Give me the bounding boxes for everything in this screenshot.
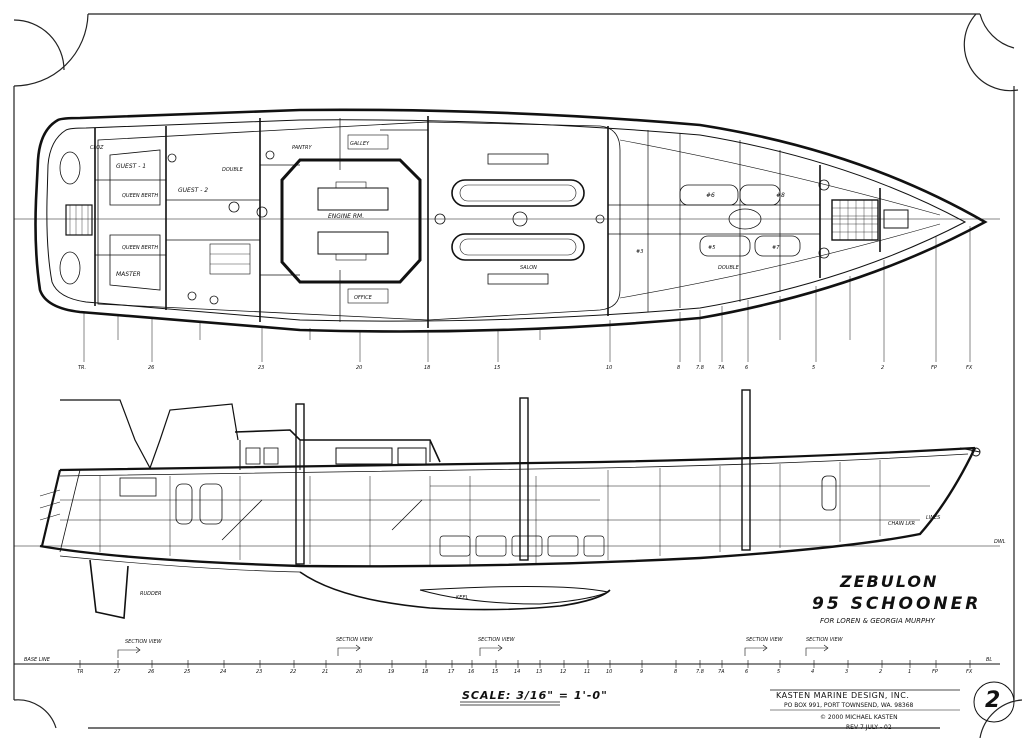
sheet-border	[13, 13, 1023, 738]
label-engine-rm: ENGINE RM.	[328, 213, 365, 220]
station-top-11: 5	[812, 365, 816, 371]
label-keel: KEEL	[456, 595, 469, 601]
station-bottom-10: 18	[422, 669, 429, 675]
station-bottom-2: 26	[148, 669, 155, 675]
station-bottom-7: 21	[322, 669, 329, 675]
label-pantry: PANTRY	[292, 145, 312, 151]
firm-address: PO BOX 991, PORT TOWNSEND, WA. 98368	[784, 702, 914, 709]
label-section-view-2: SECTION VIEW	[336, 637, 373, 643]
station-bottom-0: TR	[77, 669, 84, 675]
station-top-5: 15	[494, 365, 501, 371]
station-bottom-1: 27	[114, 669, 121, 675]
station-bottom-29: FP	[932, 669, 938, 675]
station-bottom-22: 7A	[718, 669, 725, 675]
station-bottom-25: 4	[811, 669, 815, 675]
copyright-line: © 2000 MICHAEL KASTEN	[820, 714, 898, 721]
station-bottom-11: 17	[448, 669, 455, 675]
station-top-8: 7.8	[696, 365, 704, 371]
station-bottom-8: 20	[356, 669, 363, 675]
station-top-0: TR.	[78, 365, 87, 371]
label-galley: GALLEY	[350, 141, 370, 147]
station-bottom-23: 6	[745, 669, 749, 675]
station-bottom-15: 13	[536, 669, 543, 675]
station-top-7: 8	[677, 365, 681, 371]
label-section-view-3: SECTION VIEW	[478, 637, 515, 643]
station-bottom-12: 16	[468, 669, 475, 675]
station-top-4: 18	[424, 365, 431, 371]
station-bottom-14: 14	[514, 669, 521, 675]
station-bottom-20: 8	[674, 669, 678, 675]
title-block-lines	[460, 681, 1015, 723]
plan-view	[14, 108, 1000, 362]
label-double: DOUBLE	[222, 167, 243, 173]
station-bottom-3: 25	[184, 669, 191, 675]
label-cabin-5: #5	[708, 245, 716, 251]
station-top-10: 6	[745, 365, 749, 371]
station-bottom-13: 15	[492, 669, 499, 675]
sheet-number: 2	[985, 688, 1001, 713]
station-top-2: 23	[258, 365, 265, 371]
station-top-3: 20	[356, 365, 363, 371]
station-bottom-9: 19	[388, 669, 395, 675]
label-master: MASTER	[116, 271, 141, 278]
station-top-14: FX	[966, 365, 973, 371]
label-dwl: DWL	[994, 539, 1006, 545]
station-bottom-6: 22	[290, 669, 297, 675]
label-base-line: BASE LINE	[24, 657, 50, 663]
label-double-lower: DOUBLE	[718, 265, 739, 271]
label-chain-locker: CHAIN LKR	[888, 521, 916, 527]
station-bottom-17: 11	[584, 669, 591, 675]
station-top-6: 10	[606, 365, 613, 371]
station-top-9: 7A	[718, 365, 725, 371]
label-queen-berth-bottom: QUEEN BERTH	[122, 245, 159, 251]
station-top-1: 26	[148, 365, 155, 371]
label-section-view-5: SECTION VIEW	[806, 637, 843, 643]
label-rudder: RUDDER	[140, 591, 162, 597]
station-bottom-16: 12	[560, 669, 567, 675]
scale-note: SCALE: 3/16" = 1'-0"	[462, 689, 608, 702]
owner-line: FOR LOREN & GEORGIA MURPHY	[820, 617, 935, 625]
label-cabin-3: #3	[636, 249, 644, 255]
label-cabin-8: #8	[776, 192, 785, 199]
firm-name: KASTEN MARINE DESIGN, INC.	[776, 691, 910, 700]
vessel-type: 95 SCHOONER	[812, 594, 982, 614]
station-bottom-18: 10	[606, 669, 613, 675]
station-top-12: 2	[881, 365, 885, 371]
label-office: OFFICE	[354, 295, 372, 301]
station-bottom-5: 23	[256, 669, 263, 675]
station-bottom-19: 9	[640, 669, 644, 675]
label-guest-2: GUEST - 2	[178, 187, 209, 194]
label-cabin-6: #6	[706, 192, 715, 199]
label-lines: LINES	[926, 515, 941, 521]
station-top-13: FP	[931, 365, 937, 371]
station-bottom-4: 24	[220, 669, 227, 675]
label-bl: BL	[986, 657, 993, 663]
label-guest-1: GUEST - 1	[116, 163, 147, 170]
station-bottom-30: FX	[966, 669, 973, 675]
station-bottom-27: 2	[879, 669, 883, 675]
revision-line: REV 7 JULY - 02	[846, 724, 892, 731]
label-section-view-1: SECTION VIEW	[125, 639, 162, 645]
vessel-name: ZEBULON	[840, 572, 939, 591]
label-cabin-7: #7	[772, 245, 780, 251]
station-bottom-21: 7.8	[696, 669, 704, 675]
label-cloz: CLOZ	[90, 145, 104, 151]
label-queen-berth-top: QUEEN BERTH	[122, 193, 159, 199]
label-salon: SALON	[520, 265, 537, 271]
label-section-view-4: SECTION VIEW	[746, 637, 783, 643]
station-bottom-28: 1	[908, 669, 912, 675]
profile-view	[14, 389, 1000, 668]
station-bottom-24: 5	[777, 669, 781, 675]
station-bottom-26: 3	[845, 669, 849, 675]
